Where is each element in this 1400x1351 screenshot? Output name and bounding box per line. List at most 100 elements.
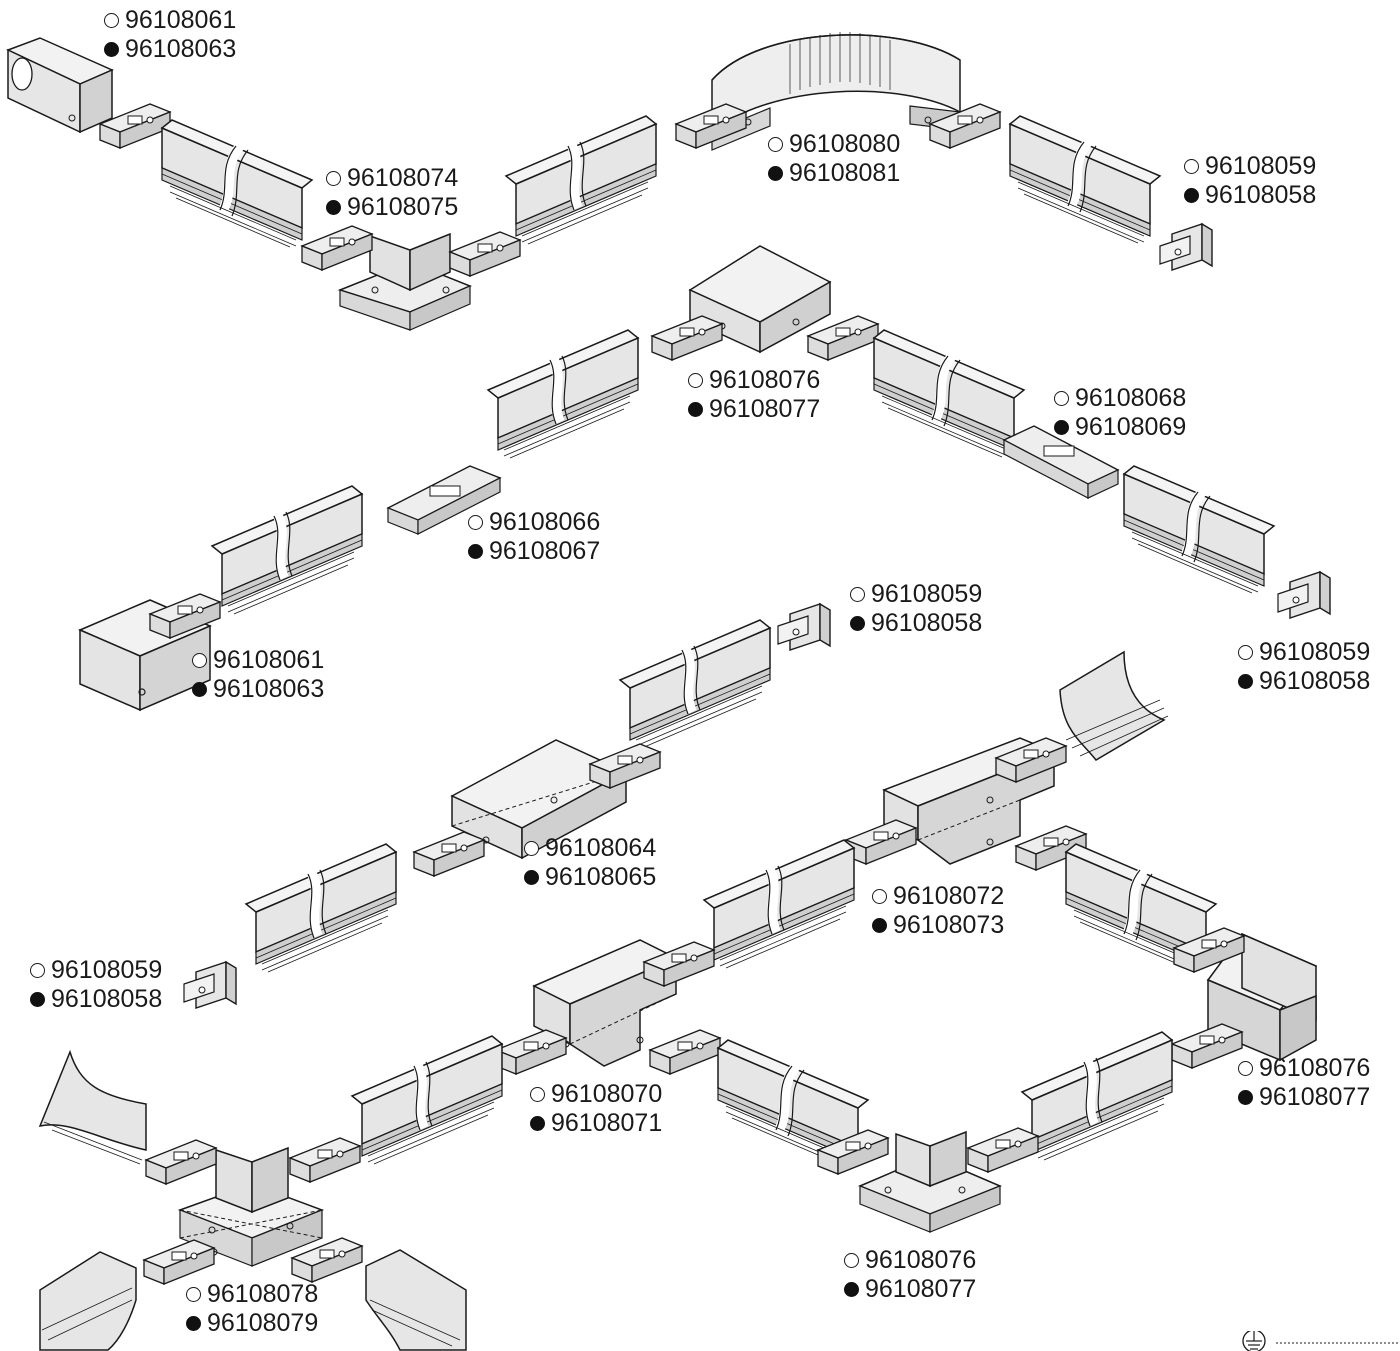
- filled-circle-icon: [186, 1316, 201, 1331]
- straight-connector-left-part: [386, 465, 502, 535]
- open-circle-icon: [530, 1087, 545, 1102]
- part-number-black: 96108069: [1075, 413, 1187, 441]
- part-number-white: 96108078: [207, 1280, 319, 1308]
- track-stub-left-top: [38, 1049, 147, 1165]
- open-circle-icon: [850, 587, 865, 602]
- open-circle-icon: [186, 1287, 201, 1302]
- label-end-feed-mid-left: 96108061 96108063: [192, 646, 324, 704]
- filled-circle-icon: [1238, 1090, 1253, 1105]
- open-circle-icon: [192, 653, 207, 668]
- track-stub-right-bottom: [365, 1249, 467, 1351]
- track-section: [620, 620, 770, 748]
- middle-feed-part: [413, 739, 661, 877]
- part-number-black: 96108058: [871, 609, 983, 637]
- track-stub-left-bottom: [39, 1251, 137, 1351]
- open-circle-icon: [1238, 645, 1253, 660]
- part-number-white: 96108059: [1205, 152, 1317, 180]
- label-end-feed-top: 96108061 96108063: [104, 6, 236, 64]
- t-connector-left-part: [495, 939, 721, 1075]
- open-circle-icon: [524, 841, 539, 856]
- label-x-connector: 96108078 96108079: [186, 1280, 318, 1338]
- track-stub-top-right: [1059, 650, 1169, 761]
- part-number-white: 96108070: [551, 1080, 663, 1108]
- part-number-white: 96108066: [489, 508, 601, 536]
- part-number-white: 96108059: [51, 956, 163, 984]
- track-section: [352, 1036, 502, 1164]
- part-number-white: 96108059: [871, 580, 983, 608]
- part-number-black: 96108063: [213, 675, 325, 703]
- label-flex-coupler-top: 96108080 96108081: [768, 130, 900, 188]
- filled-circle-icon: [1054, 420, 1069, 435]
- part-number-black: 96108075: [347, 193, 459, 221]
- filled-circle-icon: [524, 870, 539, 885]
- label-end-cap-mid: 96108059 96108058: [850, 580, 982, 638]
- filled-circle-icon: [1238, 674, 1253, 689]
- part-number-black: 96108058: [1205, 181, 1317, 209]
- part-number-white: 96108068: [1075, 384, 1187, 412]
- part-number-black: 96108079: [207, 1309, 319, 1337]
- t-connector-right-part: [845, 737, 1087, 871]
- part-number-white: 96108061: [125, 6, 237, 34]
- open-circle-icon: [1238, 1061, 1253, 1076]
- protective-earth-icon: [1242, 1331, 1400, 1351]
- label-t-connector-left: 96108070 96108071: [530, 1080, 662, 1138]
- filled-circle-icon: [326, 200, 341, 215]
- track-section: [162, 120, 312, 247]
- filled-circle-icon: [872, 918, 887, 933]
- part-number-black: 96108058: [1259, 667, 1371, 695]
- part-number-black: 96108077: [1259, 1083, 1371, 1111]
- part-number-white: 96108076: [709, 366, 821, 394]
- part-number-white: 96108074: [347, 164, 459, 192]
- part-number-black: 96108063: [125, 35, 237, 63]
- filled-circle-icon: [468, 544, 483, 559]
- filled-circle-icon: [530, 1116, 545, 1131]
- label-corner-inner-top: 96108074 96108075: [326, 164, 458, 222]
- filled-circle-icon: [30, 992, 45, 1007]
- filled-circle-icon: [192, 682, 207, 697]
- label-t-connector-right: 96108072 96108073: [872, 882, 1004, 940]
- corner-outer-mid-part: [651, 245, 879, 361]
- track-section: [246, 844, 396, 972]
- track-section: [704, 840, 854, 968]
- part-number-black: 96108065: [545, 863, 657, 891]
- track-section: [212, 486, 362, 614]
- end-cap-part: [777, 603, 831, 651]
- track-section: [506, 116, 656, 244]
- track-section: [488, 330, 638, 458]
- open-circle-icon: [1054, 391, 1069, 406]
- part-number-white: 96108061: [213, 646, 325, 674]
- part-number-white: 96108080: [789, 130, 901, 158]
- filled-circle-icon: [850, 616, 865, 631]
- part-number-white: 96108064: [545, 834, 657, 862]
- end-cap-part: [1159, 223, 1213, 271]
- corner-inner-bottom-part: [817, 1127, 1039, 1233]
- part-number-black: 96108067: [489, 537, 601, 565]
- open-circle-icon: [326, 171, 341, 186]
- filled-circle-icon: [1184, 188, 1199, 203]
- part-number-white: 96108076: [865, 1246, 977, 1274]
- corner-outer-right-part: [1171, 927, 1318, 1069]
- track-section: [1022, 1032, 1172, 1160]
- open-circle-icon: [1184, 159, 1199, 174]
- part-number-black: 96108058: [51, 985, 163, 1013]
- part-number-black: 96108077: [709, 395, 821, 423]
- open-circle-icon: [688, 373, 703, 388]
- open-circle-icon: [30, 963, 45, 978]
- corner-inner-top-part: [301, 225, 521, 331]
- open-circle-icon: [768, 137, 783, 152]
- open-circle-icon: [872, 889, 887, 904]
- open-circle-icon: [104, 13, 119, 28]
- end-feed-top-part: [6, 37, 171, 149]
- track-section: [1010, 116, 1160, 243]
- straight-connector-right-part: [1002, 425, 1120, 499]
- part-number-white: 96108072: [893, 882, 1005, 910]
- filled-circle-icon: [104, 42, 119, 57]
- part-number-black: 96108081: [789, 159, 901, 187]
- part-number-white: 96108059: [1259, 638, 1371, 666]
- end-cap-part: [1277, 571, 1331, 619]
- part-number-white: 96108076: [1259, 1054, 1371, 1082]
- open-circle-icon: [844, 1253, 859, 1268]
- flex-coupler-top-part: [675, 32, 1001, 151]
- label-corner-outer-right: 96108076 96108077: [1238, 1054, 1370, 1112]
